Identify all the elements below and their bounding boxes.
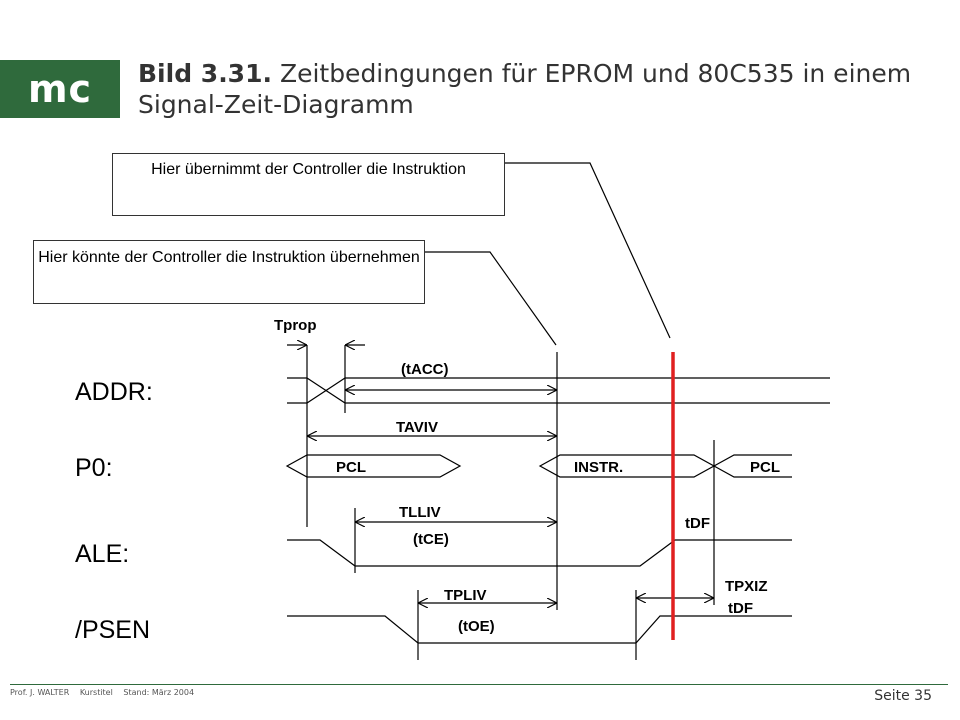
logo-text: mc [27,67,93,111]
signal-label-psen: /PSEN [75,616,150,644]
p0-pcl2-top [713,454,792,467]
timing-label-tpxiz: TPXIZ [725,578,768,595]
figure-title: Zeitbedingungen für EPROM und 80C535 in … [138,59,912,119]
signal-label-p0: P0: [75,454,113,482]
course-logo: mc [0,60,120,118]
ale-waveform [287,539,792,567]
callout-takes-over: Hier übernimmt der Controller die Instru… [112,153,505,216]
timing-label-tce: (tCE) [413,531,449,548]
p0-instr-segment [538,454,716,478]
p0-pcl-segment [285,454,462,478]
timing-label-toe: (tOE) [458,618,495,635]
p0-pcl2-bottom [713,465,792,478]
footer-date: Stand: März 2004 [123,688,195,697]
timing-label-taviv: TAVIV [396,419,438,436]
page-number: Seite 35 [874,688,932,704]
callout-could-take-over: Hier könnte der Controller die Instrukti… [33,240,425,304]
timing-label-tacc: (tACC) [401,361,448,378]
callout-takes-over-text: Hier übernimmt der Controller die Instru… [151,161,466,178]
timing-label-tdf-psen: tDF [728,600,753,617]
timing-label-tlliv: TLLIV [399,504,441,521]
addr-bottom-line [287,377,830,404]
signal-label-addr: ADDR: [75,378,153,406]
footer-course: Kurstitel [79,688,113,697]
footer-author: Prof. J. WALTER [10,688,70,697]
timing-label-tpliv: TPLIV [444,587,487,604]
bus-label-instr: INSTR. [574,459,623,476]
callout-could-take-over-text: Hier könnte der Controller die Instrukti… [38,249,420,266]
footer-info: Prof. J. WALTER Kurstitel Stand: März 20… [10,688,202,697]
timing-label-tdf-ale: tDF [685,515,710,532]
figure-number: Bild 3.31. [138,59,272,88]
signal-label-ale: ALE: [75,540,129,568]
psen-waveform [287,615,792,644]
leader-line-could-take-over [425,251,557,346]
timing-label-tprop: Tprop [274,317,317,334]
bus-label-pcl-1: PCL [336,459,366,476]
page-title: Bild 3.31. Zeitbedingungen für EPROM und… [138,58,938,120]
leader-line-takes-over [505,162,671,339]
footer-divider [10,684,948,685]
bus-label-pcl-2: PCL [750,459,780,476]
